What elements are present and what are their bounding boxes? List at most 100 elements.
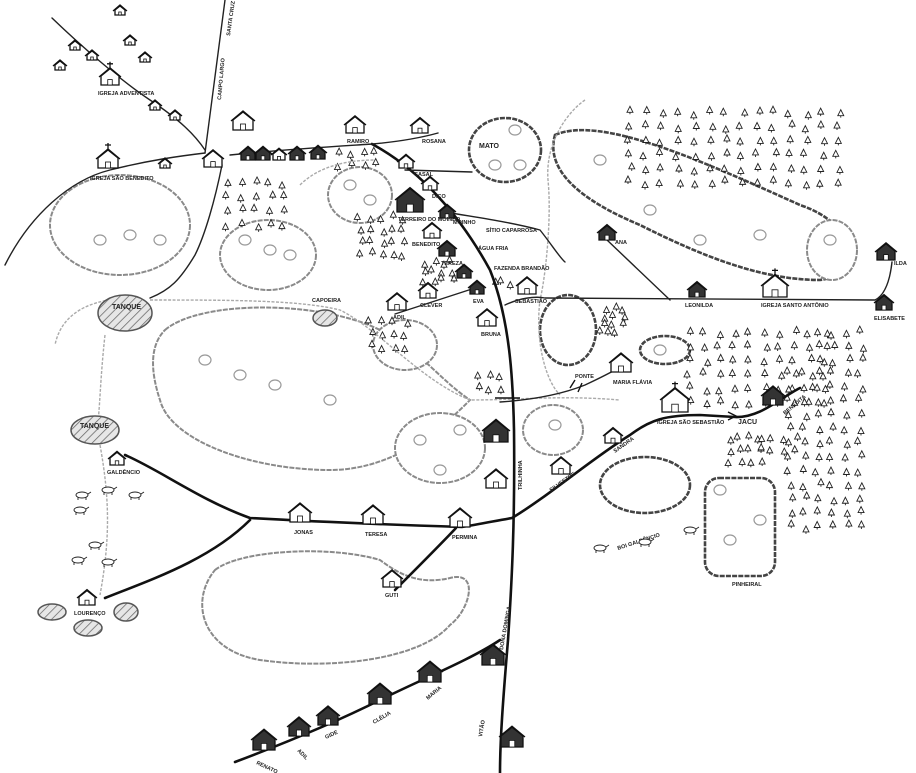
house-label: Adil — [393, 315, 406, 321]
house-jonas[interactable] — [287, 502, 313, 523]
tree-icon — [698, 326, 707, 336]
tree-icon — [497, 385, 505, 395]
tree-icon — [828, 358, 837, 368]
house-unnamed[interactable] — [287, 145, 307, 161]
house-unnamed[interactable] — [157, 157, 173, 169]
house-bruna[interactable] — [475, 307, 499, 327]
house-teresa[interactable] — [360, 504, 386, 525]
house-adil[interactable] — [286, 716, 312, 737]
house-lourenco[interactable] — [76, 588, 98, 606]
tree-icon — [686, 353, 694, 363]
house-gide[interactable] — [315, 705, 341, 726]
house-ana[interactable] — [596, 223, 618, 241]
tree-icon — [728, 340, 736, 350]
house-unnamed[interactable] — [84, 49, 100, 61]
house-terreiro-moinho[interactable] — [394, 186, 426, 213]
tree-icon — [450, 273, 458, 283]
house-label: Teresa — [365, 532, 387, 538]
forest-small-4 — [538, 293, 598, 367]
house-icon — [394, 186, 426, 213]
house-leonilda[interactable] — [686, 280, 708, 298]
tree-icon — [690, 166, 698, 176]
tree-icon — [720, 164, 728, 174]
house-unnamed[interactable] — [52, 59, 68, 71]
house-fazenda[interactable] — [454, 263, 474, 279]
house-benedito[interactable] — [421, 221, 443, 239]
house-renato[interactable] — [250, 728, 278, 751]
pond-1 — [37, 603, 67, 621]
house-sandra[interactable] — [602, 426, 624, 444]
house-unnamed[interactable] — [122, 34, 138, 46]
house-clelia[interactable] — [366, 682, 394, 705]
house-ilda[interactable] — [874, 241, 898, 261]
house-rosana[interactable] — [409, 116, 431, 134]
house-unnamed[interactable] — [253, 145, 273, 161]
house-maria-flavia[interactable] — [608, 352, 634, 373]
house-icon — [250, 728, 278, 751]
church-unnamed[interactable] — [95, 143, 121, 169]
house-galdencio[interactable] — [107, 450, 127, 466]
church-unnamed[interactable] — [98, 61, 122, 86]
tree-icon — [729, 354, 737, 364]
house-unnamed[interactable] — [167, 109, 183, 121]
cow-icon — [128, 491, 145, 500]
house-adil-top[interactable] — [385, 291, 409, 311]
house-unnamed[interactable] — [147, 99, 163, 111]
house-tereza[interactable] — [436, 239, 458, 257]
tree-icon — [801, 436, 809, 446]
tree-icon — [756, 106, 764, 116]
road-lourenco — [103, 518, 252, 600]
tree-icon — [757, 442, 765, 452]
house-eva[interactable] — [467, 279, 487, 295]
tree-icon — [743, 327, 752, 337]
house-unnamed[interactable] — [112, 4, 128, 16]
tree-icon — [366, 224, 375, 234]
house-unnamed[interactable] — [201, 148, 225, 168]
house-icon — [481, 418, 511, 443]
tree-icon — [239, 203, 247, 213]
tree-icon — [841, 452, 849, 462]
house-unnamed[interactable] — [230, 110, 256, 131]
house-maria[interactable] — [416, 660, 444, 683]
house-benedita[interactable] — [760, 385, 786, 406]
house-ramiro[interactable] — [343, 114, 367, 134]
house-unnamed[interactable] — [137, 51, 153, 63]
tree-icon — [842, 467, 851, 477]
forest-west — [49, 174, 191, 276]
tree-icon — [421, 266, 430, 276]
tree-icon — [346, 150, 355, 160]
tree-icon — [421, 260, 429, 270]
agua-fria-label: Água Fria — [478, 245, 508, 252]
house-silvestre[interactable] — [549, 455, 573, 475]
house-unnamed[interactable] — [67, 39, 83, 51]
house-unnamed[interactable] — [481, 418, 511, 443]
house-dona-dominga[interactable] — [479, 643, 507, 666]
house-dico[interactable] — [420, 175, 440, 191]
tree-icon — [853, 368, 862, 378]
house-icon — [230, 110, 256, 131]
house-vitao[interactable] — [498, 725, 526, 748]
house-icon — [287, 145, 307, 161]
tree-icon — [799, 148, 808, 158]
tree-icon — [830, 496, 838, 506]
house-sebastiao[interactable] — [515, 275, 539, 295]
house-permina[interactable] — [447, 507, 473, 528]
house-unnamed[interactable] — [238, 145, 258, 161]
tree-icon — [378, 330, 387, 340]
church-igreja-sao-sebastiao[interactable] — [659, 381, 691, 413]
house-unnamed[interactable] — [270, 147, 288, 161]
house-elisabete[interactable] — [873, 293, 895, 311]
house-icon — [67, 39, 83, 51]
house-guti[interactable] — [380, 568, 404, 588]
church-igreja-santo-antonio[interactable] — [760, 268, 790, 298]
bush-icon — [593, 154, 607, 166]
tree-icon — [790, 398, 799, 408]
house-clever[interactable] — [417, 281, 439, 299]
tree-icon — [721, 175, 729, 185]
pond-3 — [113, 602, 139, 622]
house-moinho[interactable] — [437, 203, 457, 219]
house-unnamed[interactable] — [308, 144, 328, 160]
house-casal[interactable] — [396, 153, 416, 169]
tree-icon — [814, 408, 823, 418]
house-unnamed[interactable] — [483, 468, 509, 489]
